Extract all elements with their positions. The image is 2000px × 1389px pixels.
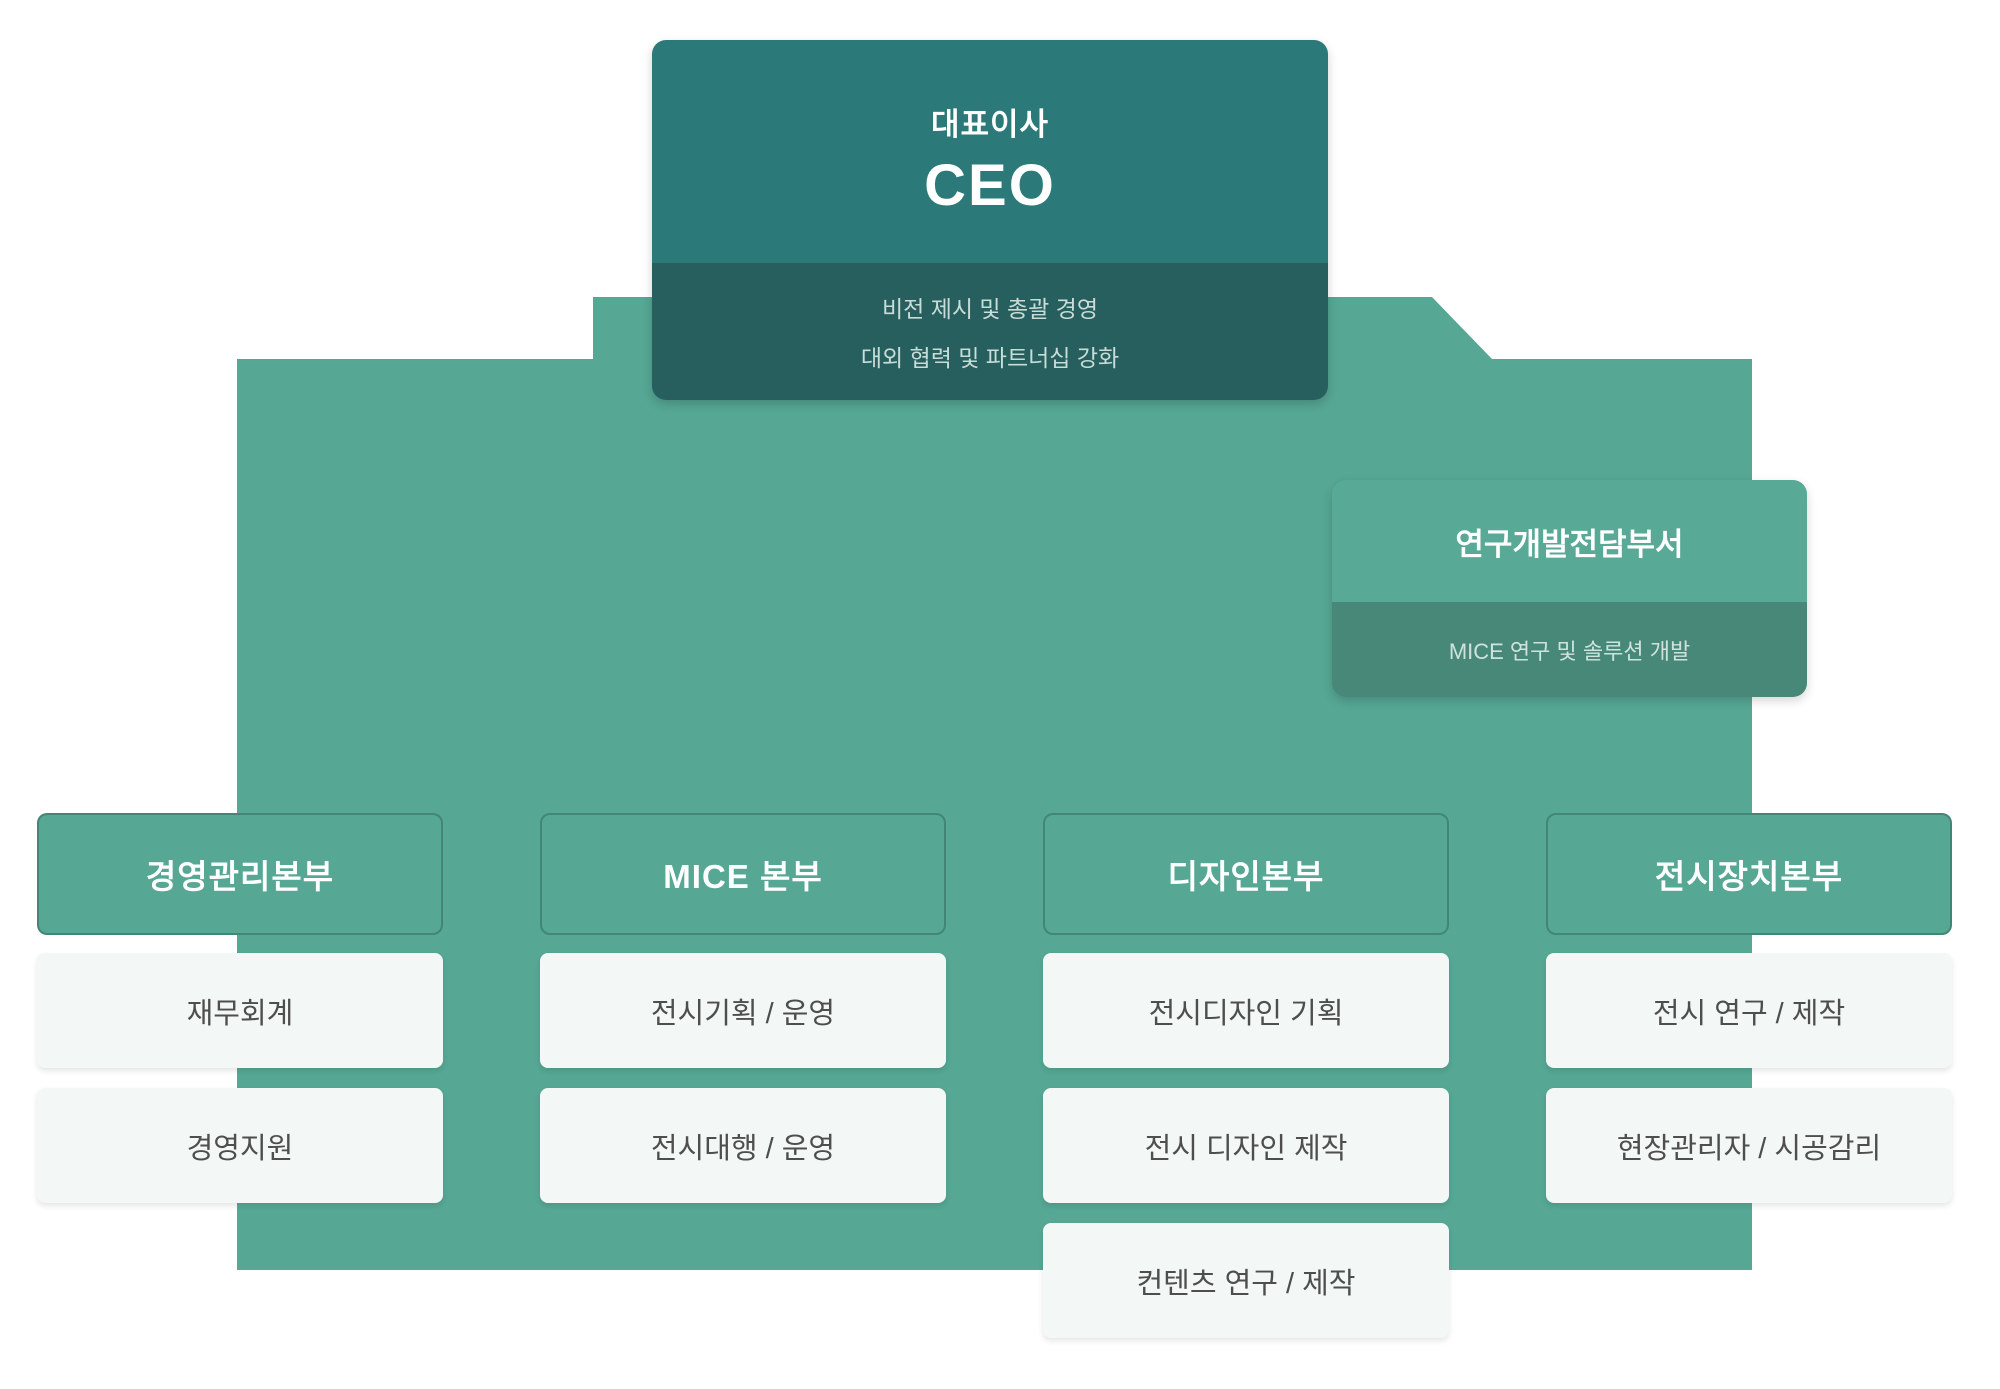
ceo-title-english: CEO — [924, 152, 1056, 218]
division-header: 디자인본부 — [1043, 813, 1449, 935]
division-item: 전시대행 / 운영 — [540, 1088, 946, 1203]
ceo-node-header: 대표이사 CEO — [652, 40, 1328, 263]
division-column-design: 디자인본부 전시디자인 기획 전시 디자인 제작 컨텐츠 연구 / 제작 — [1043, 813, 1449, 1358]
ceo-node: 대표이사 CEO 비전 제시 및 총괄 경영 대외 협력 및 파트너십 강화 — [652, 40, 1328, 400]
division-column-exhibit-construction: 전시장치본부 전시 연구 / 제작 현장관리자 / 시공감리 — [1546, 813, 1952, 1223]
division-header: 경영관리본부 — [37, 813, 443, 935]
division-header: MICE 본부 — [540, 813, 946, 935]
org-chart-background-shape — [237, 297, 1752, 1270]
ceo-title-korean: 대표이사 — [930, 106, 1050, 142]
division-item: 전시기획 / 운영 — [540, 953, 946, 1068]
division-item: 컨텐츠 연구 / 제작 — [1043, 1223, 1449, 1338]
division-item: 재무회계 — [37, 953, 443, 1068]
rnd-department-title: 연구개발전담부서 — [1332, 480, 1807, 602]
ceo-duty-line: 대외 협력 및 파트너십 강화 — [860, 345, 1120, 371]
rnd-department-node: 연구개발전담부서 MICE 연구 및 솔루션 개발 — [1332, 480, 1807, 697]
division-header: 전시장치본부 — [1546, 813, 1952, 935]
division-item: 전시디자인 기획 — [1043, 953, 1449, 1068]
ceo-duties-panel: 비전 제시 및 총괄 경영 대외 협력 및 파트너십 강화 — [652, 263, 1328, 400]
division-item: 경영지원 — [37, 1088, 443, 1203]
division-column-management: 경영관리본부 재무회계 경영지원 — [37, 813, 443, 1223]
division-item: 전시 디자인 제작 — [1043, 1088, 1449, 1203]
division-item: 현장관리자 / 시공감리 — [1546, 1088, 1952, 1203]
division-item: 전시 연구 / 제작 — [1546, 953, 1952, 1068]
division-column-mice: MICE 본부 전시기획 / 운영 전시대행 / 운영 — [540, 813, 946, 1223]
ceo-duty-line: 비전 제시 및 총괄 경영 — [881, 296, 1098, 322]
rnd-department-duty: MICE 연구 및 솔루션 개발 — [1332, 602, 1807, 697]
